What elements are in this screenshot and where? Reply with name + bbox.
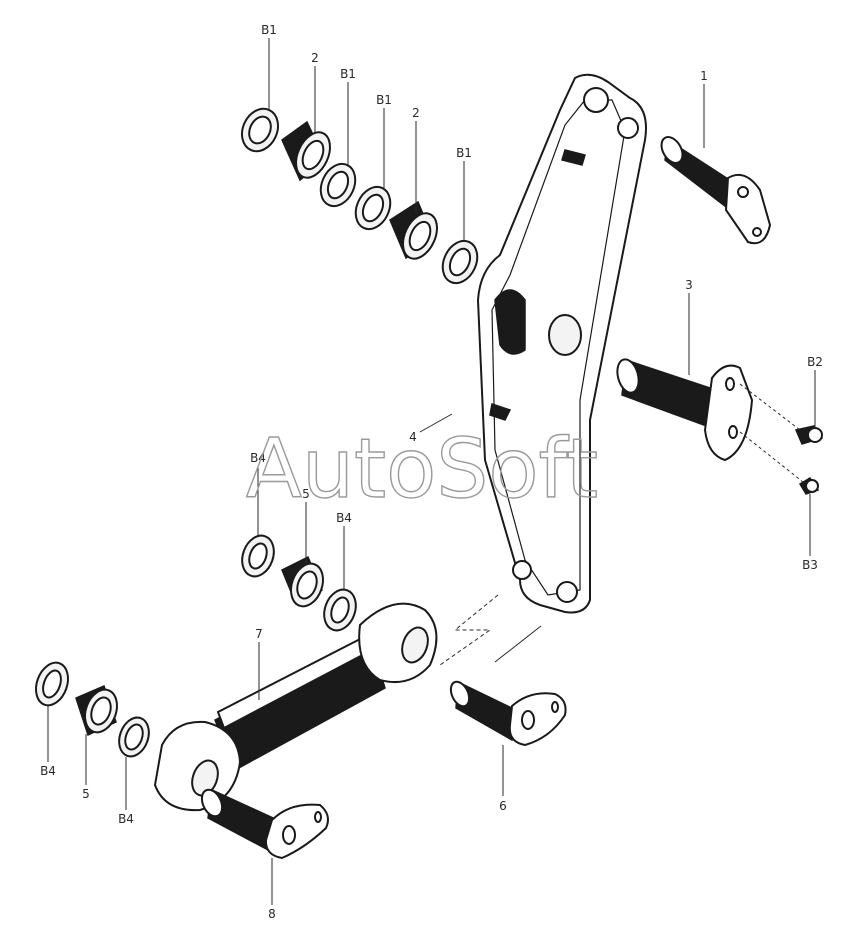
boom-arm-4: [476, 73, 647, 614]
callout-2-top-2: 2: [412, 106, 420, 120]
callout-1: 1: [700, 69, 708, 83]
watermark: AutoSoft: [246, 422, 598, 517]
sleeve-2-top-1: [281, 120, 331, 182]
bolt-b2: [794, 425, 824, 445]
callout-5-low: 5: [82, 787, 90, 801]
sleeve-5-low: [75, 684, 118, 737]
callout-b4-low-1: B4: [40, 764, 56, 778]
callout-b1-top-4: B1: [456, 146, 472, 160]
callout-b2: B2: [807, 355, 823, 369]
callout-3: 3: [685, 278, 693, 292]
pin-8: [200, 788, 329, 860]
callout-b4-low-2: B4: [118, 812, 134, 826]
bushing-ring-b4-mid-1: [241, 534, 275, 578]
axis-line-b2: [739, 383, 801, 431]
assembly-hint-line: [439, 594, 499, 666]
pin-3: [616, 358, 754, 462]
bushing-ring-b1-top-2: [319, 162, 357, 208]
callout-b3: B3: [802, 558, 818, 572]
callout-4: 4: [409, 430, 417, 444]
callout-2-top-1: 2: [311, 51, 319, 65]
sleeve-2-top-2: [389, 200, 438, 260]
bushing-ring-b4-mid-2: [323, 588, 357, 632]
pin-6: [449, 680, 567, 747]
bushing-ring-b1-top-4: [441, 239, 479, 285]
axis-line-b3: [739, 431, 804, 483]
callout-8: 8: [268, 907, 276, 921]
callout-b1-top-3: B1: [376, 93, 392, 107]
bushing-ring-b4-low-1: [35, 661, 69, 707]
sleeve-5-mid: [281, 555, 324, 608]
link-rod-7: [153, 602, 438, 812]
pin-1: [660, 136, 772, 245]
callout-6: 6: [499, 799, 507, 813]
callout-b1-top-2: B1: [340, 67, 356, 81]
bolt-b3: [798, 476, 820, 495]
leader-4: [419, 413, 453, 433]
bushing-ring-b1-top-1: [241, 107, 279, 153]
callout-7: 7: [255, 627, 263, 641]
callout-5-mid: 5: [302, 487, 310, 501]
callout-b1-top-1: B1: [261, 23, 277, 37]
bushing-ring-b4-low-2: [118, 716, 150, 758]
callout-b4-mid-2: B4: [336, 511, 352, 525]
assembly-hint-line-2: [494, 625, 542, 663]
bushing-ring-b1-top-3: [354, 185, 392, 231]
callout-b4-mid-1: B4: [250, 451, 266, 465]
